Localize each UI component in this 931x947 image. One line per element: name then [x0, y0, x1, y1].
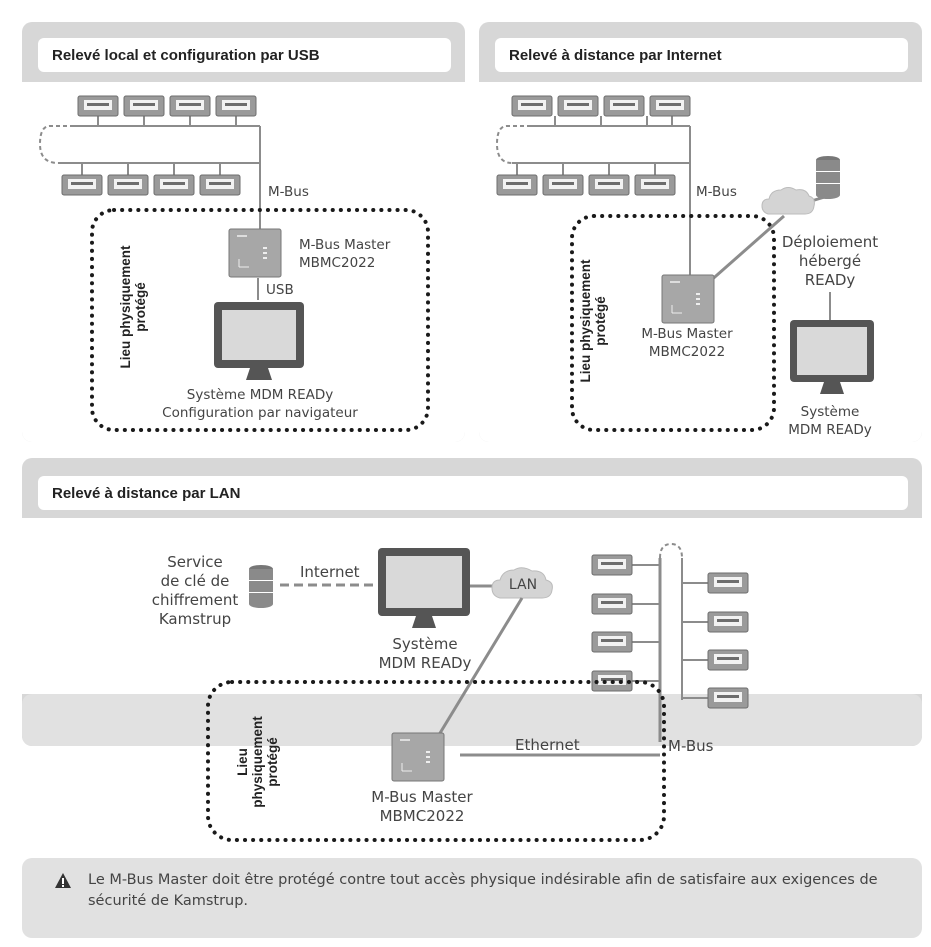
- lan-zone-label-line3: protégé: [265, 737, 280, 787]
- usb-cable-label: USB: [266, 282, 294, 298]
- internet-meter-6: [542, 174, 584, 196]
- lan-system-line1: Système: [392, 635, 458, 653]
- internet-master-model: MBMC2022: [648, 344, 726, 360]
- lan-master-model: MBMC2022: [379, 807, 465, 825]
- usb-meter-2: [123, 95, 165, 117]
- lan-mbus-label: M-Bus: [668, 737, 714, 755]
- lan-system-line2: MDM READy: [378, 654, 472, 672]
- lan-link-cloud-master: [432, 597, 524, 744]
- usb-system-label-1: Système MDM READy: [186, 387, 334, 403]
- lan-internet-label: Internet: [300, 563, 360, 581]
- lan-key-service-line1: Service: [167, 553, 223, 571]
- internet-link-master-cloud: [707, 214, 785, 285]
- lan-meter-8: [707, 687, 749, 709]
- internet-cloud-icon: [761, 187, 815, 215]
- internet-meter-4: [649, 95, 691, 117]
- warning-icon: [55, 873, 71, 888]
- internet-mbus-master: [661, 274, 715, 324]
- panel-lan-title-text: Relevé à distance par LAN: [52, 484, 241, 502]
- internet-zone-label-line2: protégé: [593, 296, 608, 346]
- internet-hosted-line1: Déploiement: [781, 233, 879, 251]
- lan-zone-label-line1: Lieu: [235, 748, 250, 776]
- lan-meter-6: [707, 611, 749, 633]
- lan-key-service-line4: Kamstrup: [158, 610, 232, 628]
- internet-system-line2: MDM READy: [788, 422, 872, 438]
- usb-meter-5: [61, 174, 103, 196]
- internet-meter-network: [495, 116, 691, 275]
- lan-meter-2: [591, 593, 633, 615]
- usb-protected-zone: [90, 208, 430, 432]
- internet-master-name: M-Bus Master: [641, 326, 733, 342]
- usb-monitor-icon: [214, 302, 304, 380]
- panel-lan-content: [22, 518, 922, 694]
- lan-meter-1: [591, 554, 633, 576]
- lan-monitor-icon: [378, 548, 470, 628]
- usb-meter-1: [77, 95, 119, 117]
- lan-protected-zone: [206, 680, 666, 842]
- lan-bus-loop: [659, 542, 683, 559]
- panel-usb-title: Relevé local et configuration par USB: [38, 38, 451, 72]
- usb-master-model: MBMC2022: [299, 255, 376, 271]
- usb-zone-label: Lieu physiquement protégé: [118, 232, 152, 382]
- lan-zone-label-line2: physiquement: [250, 716, 265, 808]
- usb-zone-label-line2: protégé: [133, 282, 148, 332]
- internet-meter-2: [557, 95, 599, 117]
- internet-meter-8: [634, 174, 676, 196]
- warning-box: [22, 858, 922, 938]
- lan-bus-stubs: [630, 564, 708, 699]
- lan-mbus-master: [391, 732, 445, 782]
- internet-meter-7: [588, 174, 630, 196]
- internet-zone-label: Lieu physiquement protégé: [578, 246, 612, 396]
- lan-key-service-line3: chiffrement: [151, 591, 239, 609]
- internet-hosted-line2: hébergé: [798, 252, 862, 270]
- usb-mbus-master: [228, 228, 282, 278]
- usb-meter-4: [215, 95, 257, 117]
- usb-meter-3: [169, 95, 211, 117]
- internet-server-icon: [816, 156, 840, 199]
- usb-master-name: M-Bus Master: [299, 237, 391, 253]
- usb-zone-label-line1: Lieu physiquement: [118, 245, 133, 369]
- lan-key-service-line2: de clé de: [160, 572, 230, 590]
- internet-hosted-line3: READy: [804, 271, 856, 289]
- panel-internet-title: Relevé à distance par Internet: [495, 38, 908, 72]
- internet-meter-5: [496, 174, 538, 196]
- lan-cloud-icon: [491, 567, 553, 599]
- internet-meter-1: [511, 95, 553, 117]
- lan-meter-5: [707, 572, 749, 594]
- lan-zone-label: Lieu physiquement protégé: [235, 707, 283, 817]
- usb-mbus-label: M-Bus: [268, 184, 309, 200]
- lan-meter-3: [591, 631, 633, 653]
- internet-monitor-icon: [790, 320, 874, 394]
- panel-internet-title-text: Relevé à distance par Internet: [509, 46, 722, 64]
- panel-lan-title: Relevé à distance par LAN: [38, 476, 908, 510]
- internet-system-line1: Système: [800, 404, 860, 420]
- lan-master-name: M-Bus Master: [371, 788, 473, 806]
- usb-meter-7: [153, 174, 195, 196]
- lan-ethernet-label: Ethernet: [515, 736, 580, 754]
- usb-meter-network: [38, 116, 261, 232]
- lan-meter-7: [707, 649, 749, 671]
- internet-meter-3: [603, 95, 645, 117]
- warning-text: Le M-Bus Master doit être protégé contre…: [88, 872, 878, 909]
- panel-usb-title-text: Relevé local et configuration par USB: [52, 46, 320, 64]
- panel-warning: [22, 694, 922, 746]
- lan-cloud-label: LAN: [508, 577, 538, 593]
- usb-meter-8: [199, 174, 241, 196]
- usb-system-label-2: Configuration par navigateur: [162, 405, 358, 421]
- internet-zone-label-line1: Lieu physiquement: [578, 259, 593, 383]
- internet-protected-zone: [570, 214, 776, 432]
- internet-mbus-label: M-Bus: [696, 184, 737, 200]
- usb-meter-6: [107, 174, 149, 196]
- lan-key-server-icon: [249, 565, 273, 608]
